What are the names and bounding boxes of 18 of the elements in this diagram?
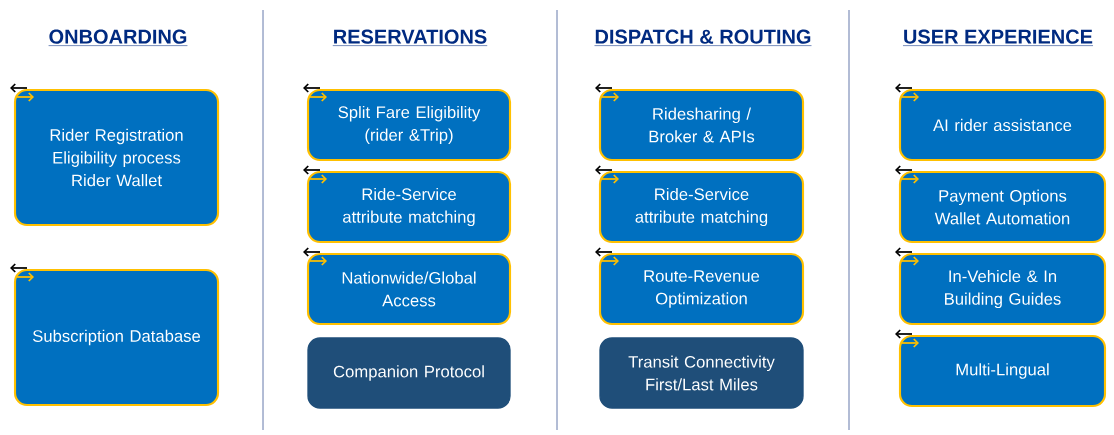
process-box: Ride-Service attribute matching — [598, 170, 805, 244]
process-box: In-Vehicle & In Building Guides — [898, 252, 1107, 326]
column-heading: USER EXPERIENCE — [902, 29, 1094, 46]
process-box: Ride-Service attribute matching — [306, 170, 512, 244]
column-heading: ONBOARDING — [48, 29, 188, 46]
dark-process-box: Companion Protocol — [307, 337, 511, 409]
process-box: Split Fare Eligibility (rider &Trip) — [306, 88, 512, 162]
column-heading: RESERVATIONS — [332, 29, 488, 46]
dark-process-box: Transit Connectivity First/Last Miles — [599, 337, 804, 409]
process-box: Payment Options Wallet Automation — [898, 170, 1107, 244]
process-box: Multi-Lingual — [898, 334, 1107, 408]
process-box: Subscription Database — [13, 268, 220, 407]
column-heading: DISPATCH & ROUTING — [594, 29, 812, 46]
process-box: Nationwide/Global Access — [306, 252, 512, 326]
process-box: AI rider assistance — [898, 88, 1107, 162]
process-box: Ridesharing / Broker & APIs — [598, 88, 805, 162]
process-box: Route-Revenue Optimization — [598, 252, 805, 326]
process-box: Rider Registration Eligibility process Rider Wallet — [13, 88, 220, 227]
